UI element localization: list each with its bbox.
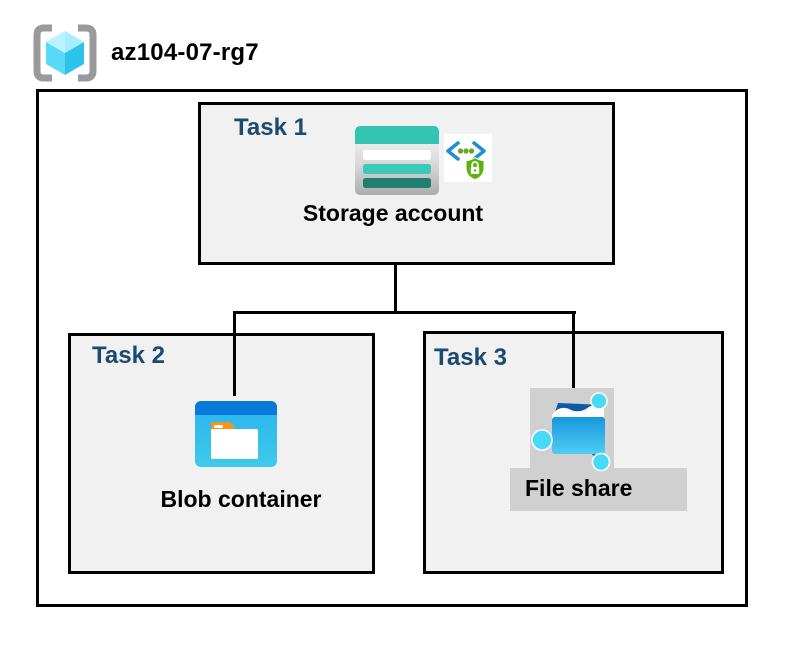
folder-front	[552, 417, 605, 454]
folder-tab-icon	[211, 422, 235, 431]
network-node-top	[590, 392, 608, 410]
lock-shackle-icon	[471, 161, 479, 167]
task1-label: Task 1	[234, 114, 307, 141]
resource-group-name: az104-07-rg7	[111, 39, 259, 66]
storage-icon-bar-teal	[363, 164, 431, 174]
storage-icon-bar-dark	[363, 178, 431, 188]
connector-to-fileshare	[572, 311, 575, 390]
network-node-left	[531, 429, 553, 451]
storage-account-label: Storage account	[302, 200, 484, 226]
folder-tab-dash	[214, 425, 223, 428]
task2-label: Task 2	[92, 342, 165, 369]
storage-account-icon	[355, 126, 439, 195]
blob-container-icon	[195, 401, 277, 467]
storage-icon-topbar	[355, 126, 439, 144]
blob-icon-topbar	[195, 401, 277, 415]
resource-group-icon	[33, 24, 97, 82]
network-node-bottom	[591, 452, 611, 472]
connector-storage-stem	[394, 264, 397, 313]
connector-to-blob	[233, 311, 236, 396]
folder-body-icon	[211, 429, 258, 459]
storage-icon-bar-white	[363, 150, 431, 160]
resource-group-header: az104-07-rg7	[33, 24, 259, 82]
file-share-label: File share	[525, 475, 633, 501]
code-bracket-left-icon	[446, 141, 460, 161]
blob-container-label: Blob container	[160, 486, 322, 512]
file-share-icon	[531, 392, 611, 472]
code-bracket-right-icon	[472, 141, 486, 161]
file-share-label-backdrop: File share	[510, 468, 687, 511]
task3-label: Task 3	[434, 344, 507, 371]
secure-access-icon	[444, 134, 492, 182]
task2-box: Task 2	[68, 333, 375, 574]
connector-horizontal	[233, 311, 576, 314]
